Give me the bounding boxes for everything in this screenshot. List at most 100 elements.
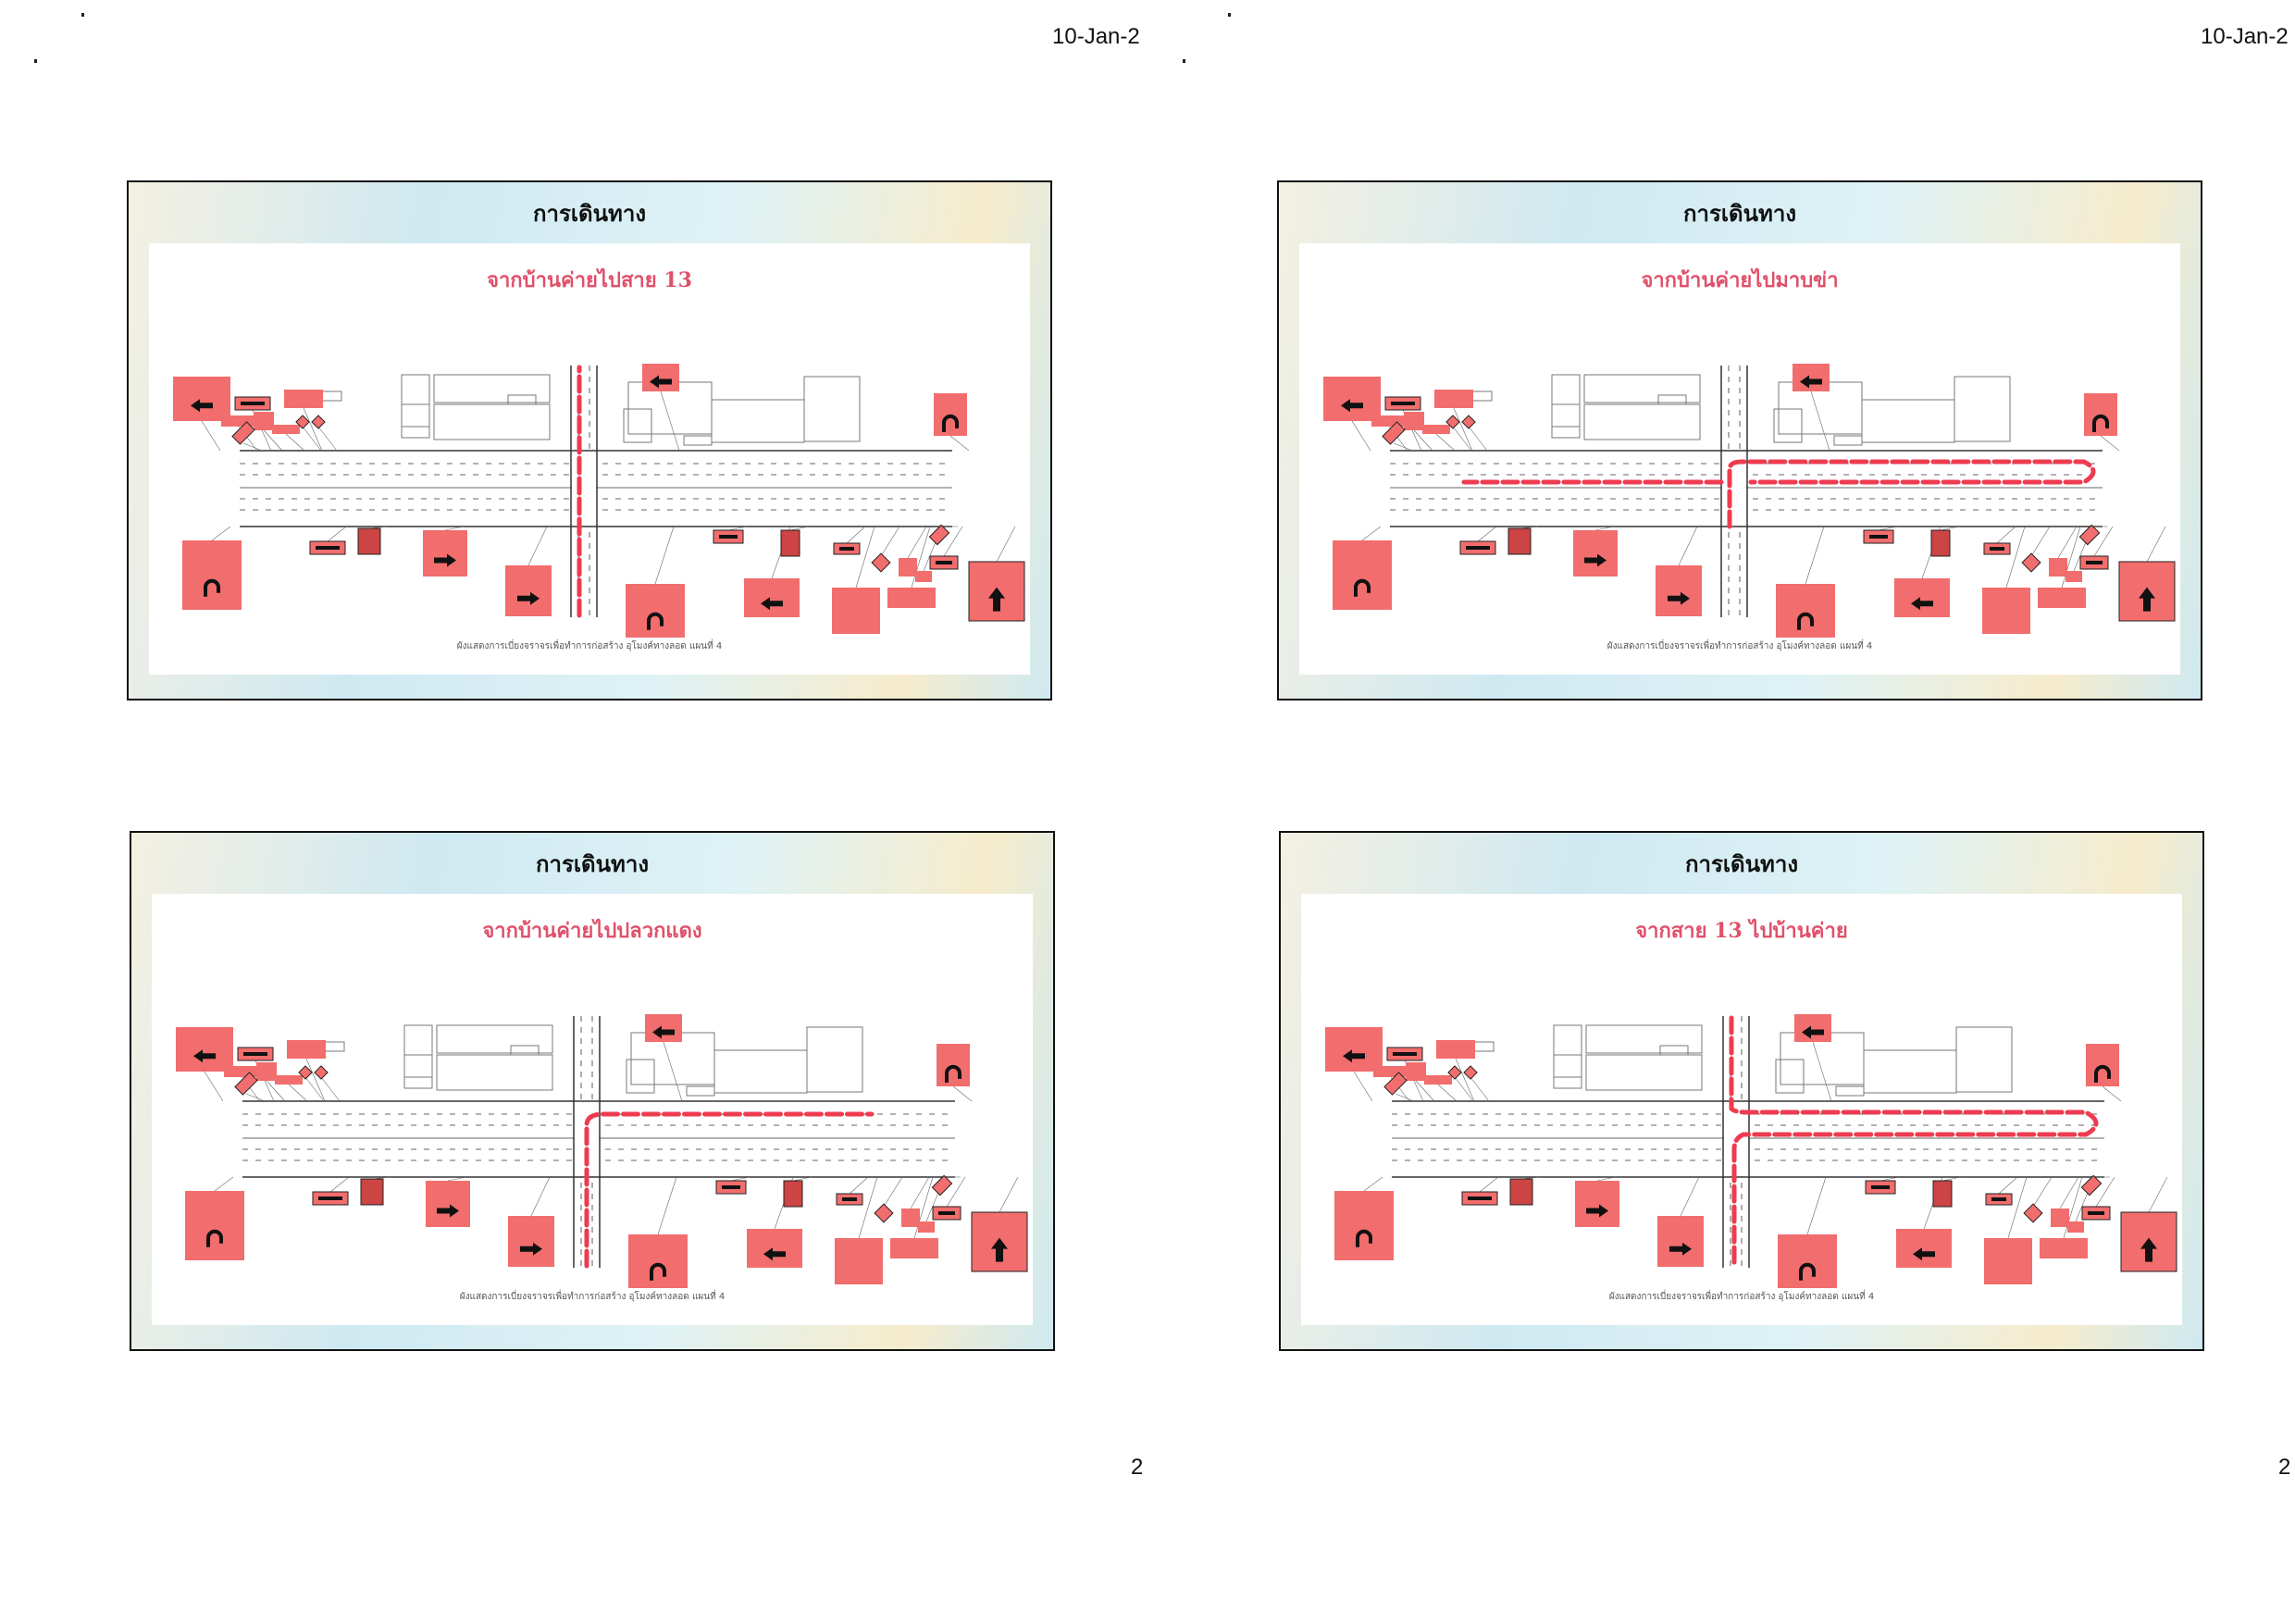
sign-leader-line [2093,526,2114,557]
sign-leader-line [2007,1176,2028,1239]
traffic-sign [626,584,685,638]
sign-leader-line [654,526,675,585]
barrier-flagman-icon [1507,527,1532,555]
traffic-sign [185,1191,244,1260]
building-outline [1775,1059,1805,1094]
building-outline [403,1054,433,1089]
sign-leader-line [910,1176,930,1209]
sign-leader-line [1812,1041,1832,1102]
arrow-left-icon [761,597,783,611]
arrow-bar-icon [936,561,952,564]
diamond-warning-sign-icon [928,524,950,546]
traffic-sign [1373,1066,1408,1077]
building-outline [1553,1054,1582,1089]
arrow-bar-icon [316,546,340,550]
slide-title: การเดินทาง [1684,850,1799,877]
scan-speck [1183,59,1185,63]
diamond-warning-sign-icon [1461,415,1476,429]
u-turn-icon [1356,1229,1372,1247]
traffic-sign [642,364,679,391]
barrier-flagman-icon [1930,529,1951,557]
traffic-sign [221,415,256,427]
sign-leader-line [849,1176,869,1195]
diamond-warning-sign-icon [314,1065,329,1080]
traffic-sign [1575,1181,1619,1227]
sign-leader-line [1941,1176,1962,1182]
sign-leader-line [730,1176,751,1182]
traffic-sign [744,578,800,617]
arrow-bar-icon [842,1197,857,1201]
diamond-warning-sign-icon [311,415,326,429]
diamond-warning-sign-icon [234,1072,258,1096]
arrow-bar-icon [241,402,265,405]
sign-leader-line [2061,526,2081,589]
arrow-up-icon [991,1237,1008,1262]
sign-leader-line [1940,526,1960,531]
traffic-sign [272,425,300,434]
building-outline [401,403,430,439]
sign-leader-line [214,1176,234,1192]
traffic-sign [1325,1027,1383,1072]
building-outline [1954,376,2011,442]
traffic-sign [1794,1014,1831,1042]
building-outline [1551,403,1581,439]
page-number-left: 2 [1131,1455,1144,1480]
traffic-sign [426,1181,470,1227]
sign-leader-line [1452,426,1472,452]
slide-subtitle: จากบ้านค่ายไปปลวกแดง [482,919,702,943]
diamond-warning-sign-icon [1463,1065,1478,1080]
detour-route-path [1461,459,2096,529]
traffic-sign [2049,558,2067,576]
sign-leader-line [447,1176,467,1182]
diamond-warning-sign-icon [874,1203,894,1223]
traffic-sign [1371,415,1407,427]
arrow-left-icon [1800,375,1822,389]
arrow-left-icon [652,1025,675,1039]
road-diversion-map [1325,1014,2177,1288]
scan-speck [34,59,37,63]
traffic-sign [176,1027,233,1072]
u-turn-icon [647,612,664,630]
traffic-sign [1406,1062,1426,1081]
sign-leader-line [1353,1071,1373,1102]
traffic-sign [1656,565,1702,616]
arrow-bar-icon [719,535,738,539]
diamond-warning-sign-icon [871,552,891,573]
diamond-warning-sign-icon [1445,415,1460,429]
arrow-left-icon [1341,399,1363,413]
sign-leader-line [657,1176,677,1235]
arrow-left-icon [1911,597,1933,611]
traffic-sign [747,1229,802,1268]
traffic-sign [2038,588,2086,608]
traffic-sign [1776,584,1835,638]
arrow-right-icon [520,1242,542,1256]
sign-leader-line [1395,1093,1415,1102]
sign-leader-line [2032,1176,2053,1208]
arrow-bar-icon [722,1185,740,1189]
arrow-right-icon [1584,553,1606,567]
sign-leader-line [952,1085,973,1102]
sign-leader-line [1413,429,1433,452]
u-turn-icon [206,1229,223,1247]
arrow-bar-icon [318,1196,342,1200]
arrow-up-icon [988,587,1005,612]
sign-leader-line [2146,526,2166,563]
building-outline [510,1045,540,1056]
arrow-left-icon [763,1247,786,1261]
traffic-sign [645,1014,682,1042]
traffic-sign [2067,1221,2084,1233]
sign-leader-line [1805,526,1825,585]
u-turn-icon [1797,612,1814,630]
map-caption: ผังแสดงการเบี่ยงจราจรเพื่อทำการก่อสร้าง … [456,641,723,651]
sign-leader-line [1351,420,1371,452]
arrow-up-icon [2140,1237,2157,1262]
sign-leader-line [1806,1176,1827,1235]
route-slide-4: การเดินทาง จากสาย 13 ไปบ้านค่าย ผังแสดงก… [1279,831,2204,1351]
building-outline [1657,394,1687,405]
traffic-sign [254,412,274,430]
sign-leader-line [1477,526,1497,542]
traffic-sign [1424,1075,1452,1085]
arrow-left-icon [191,399,213,413]
sign-leader-line [792,1176,813,1182]
sign-leader-line [1878,526,1898,531]
